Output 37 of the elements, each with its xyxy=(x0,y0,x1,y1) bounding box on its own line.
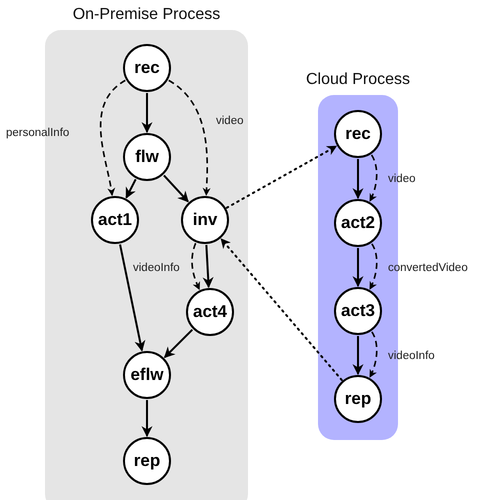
state-circle: rep xyxy=(334,375,382,423)
arrow xyxy=(202,244,214,288)
state-circle: inv xyxy=(181,196,229,244)
state-circle: rec xyxy=(123,44,171,92)
edge-label: personalInfo xyxy=(6,126,70,140)
state-circle: rep xyxy=(123,437,171,485)
dashed-arrow xyxy=(191,242,200,290)
group-title: Cloud Process xyxy=(306,70,410,90)
dashed-arrow xyxy=(168,80,211,196)
edge-label: video xyxy=(216,114,244,128)
arrow xyxy=(142,400,152,438)
dotted-arrow xyxy=(220,238,343,381)
state-circle: flw xyxy=(123,133,171,181)
arrow xyxy=(164,328,194,358)
edge-label: videoInfo xyxy=(133,261,180,275)
arrow xyxy=(125,178,137,199)
state-circle: eflw xyxy=(123,351,171,399)
state-circle: act3 xyxy=(334,287,382,335)
dotted-arrow xyxy=(226,145,338,209)
group-title: On-Premise Process xyxy=(72,5,220,25)
arrow xyxy=(352,159,364,200)
arrow xyxy=(352,336,364,376)
dashed-arrow xyxy=(369,243,378,290)
arrow xyxy=(142,93,152,134)
dashed-arrow xyxy=(369,154,378,202)
edge-label: video xyxy=(388,172,416,186)
edge-label: videoInfo xyxy=(388,349,435,363)
state-circle: act1 xyxy=(91,196,139,244)
state-circle: act2 xyxy=(334,199,382,247)
arrow xyxy=(352,248,364,288)
dashed-arrow xyxy=(100,80,126,196)
state-circle: act4 xyxy=(186,288,234,336)
state-circle: rec xyxy=(334,110,382,158)
arrow xyxy=(163,174,189,202)
arrow xyxy=(119,244,146,352)
edge-label: convertedVideo xyxy=(388,261,468,275)
dashed-arrow xyxy=(369,331,378,378)
